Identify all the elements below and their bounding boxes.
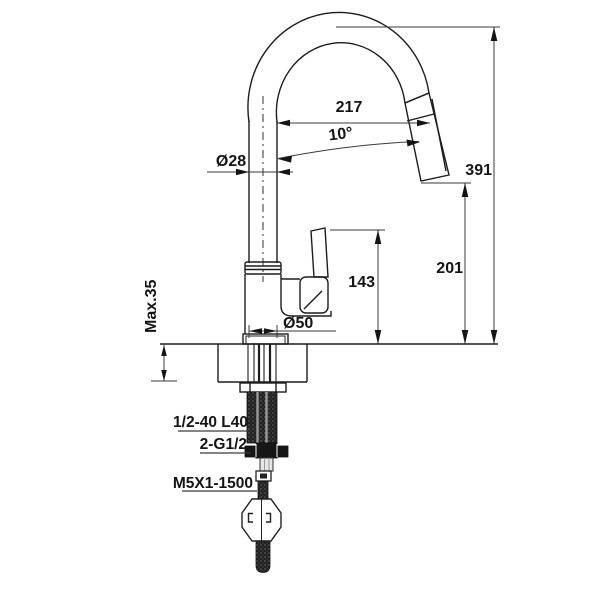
label-shank-thread: 1/2-40 L40 [173, 414, 248, 431]
arrow-dia50-left [249, 328, 262, 334]
arrow-391-top [490, 27, 498, 41]
handle-lever [310, 227, 329, 278]
under-counter-parts [241, 391, 289, 573]
spout-inner-arc [275, 42, 406, 123]
sprayer-band-line [406, 113, 435, 122]
spray-hose-lower [255, 540, 271, 573]
dim-217-label: 217 [336, 99, 363, 116]
arrow-angle-left [278, 155, 292, 163]
label-weight-hose: M5X1-1500 [173, 475, 253, 492]
threaded-shank [246, 391, 278, 444]
arrowheads [161, 27, 498, 381]
arrow-391-bottom [490, 330, 498, 344]
arrow-max35-top [161, 345, 167, 356]
arrow-201-bottom [461, 330, 469, 344]
arrow-143-bottom [374, 330, 382, 344]
sprayer-inner-line [431, 98, 447, 172]
hose-fitting-center [255, 442, 278, 459]
hose-weight-detail-right [266, 512, 272, 523]
dim-max35-label: Max.35 [143, 280, 160, 333]
dimension-lines [151, 26, 500, 492]
spray-hose-upper [257, 480, 269, 500]
quick-connector-clip [260, 473, 267, 479]
hose-weight-detail-left [247, 512, 253, 523]
mounting-nut [239, 382, 287, 393]
arrow-max35-bottom [161, 370, 167, 381]
base-flange-inner [245, 335, 286, 345]
handle-contour [303, 290, 323, 310]
dim-dia50-label: Ø50 [283, 315, 313, 332]
swivel-collar [244, 261, 282, 275]
hose-tube [259, 457, 274, 472]
label-hose-thread: 2-G1/2 [200, 436, 247, 453]
sprayer-head [404, 92, 450, 182]
dimension-labels: 217 10° Ø28 391 201 143 Max.35 Ø50 1/2-4… [143, 99, 492, 492]
arrow-217-right [417, 119, 430, 127]
dim-angle-label: 10° [328, 125, 354, 145]
dim-391-label: 391 [465, 162, 492, 179]
arrow-143-top [374, 230, 382, 244]
body-right-profile [280, 274, 332, 317]
handle-housing [299, 276, 329, 314]
dim-dia28-label: Ø28 [216, 153, 246, 170]
dim-201-label: 201 [436, 260, 463, 277]
shank-through-counter [247, 344, 277, 383]
arrow-angle-right [406, 139, 420, 147]
arrow-dia28-right [277, 168, 290, 176]
arrow-201-top [461, 183, 469, 197]
arrow-217-left [277, 119, 290, 127]
dim-angle-arc [277, 141, 420, 159]
spout-outer-arc [247, 11, 430, 123]
hose-fitting-right-nut [276, 445, 289, 458]
arrow-dia50-right [264, 328, 277, 334]
dim-143-label: 143 [348, 274, 375, 291]
faucet-outline [160, 11, 498, 393]
arrow-dia28-left [236, 168, 249, 176]
